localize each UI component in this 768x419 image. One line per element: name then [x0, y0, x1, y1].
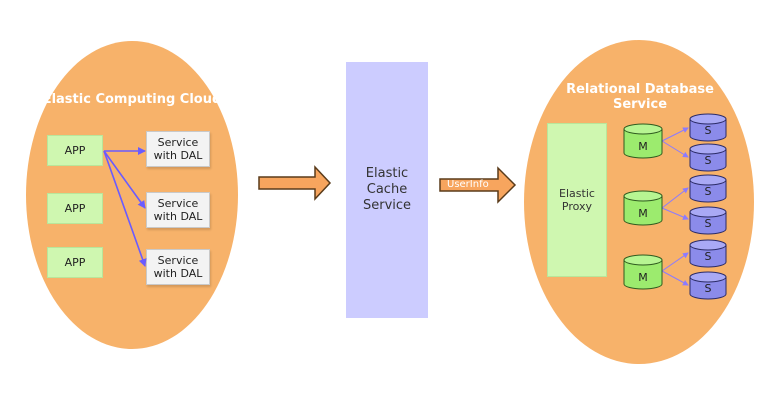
service-label: Service	[157, 254, 199, 267]
slave-db-3b: S	[689, 271, 727, 300]
slave-label: S	[705, 124, 712, 137]
connector-m2-s2	[661, 207, 689, 220]
master-label: M	[638, 271, 648, 284]
connector-app-svc2	[103, 150, 146, 209]
app-box-2: APP	[47, 193, 103, 224]
rds-title-line: Service	[612, 97, 668, 112]
master-slave-connectors	[661, 127, 689, 286]
proxy-label: Elastic	[559, 187, 595, 200]
connector-m1-s2	[661, 140, 689, 158]
slave-label: S	[705, 185, 712, 198]
slave-db-1b: S	[689, 143, 727, 172]
slave-db-2b: S	[689, 206, 727, 235]
app-label: APP	[64, 144, 86, 157]
service-box-3: Service with DAL	[146, 249, 210, 285]
cache-label: Service	[362, 198, 412, 213]
ecc-title: Elastic Computing Cloud	[42, 92, 222, 107]
service-box-2: Service with DAL	[146, 192, 210, 228]
slave-label: S	[705, 154, 712, 167]
cache-label: Elastic	[365, 166, 409, 181]
slave-db-1a: S	[689, 113, 727, 142]
cache-label: Cache	[366, 182, 408, 197]
service-label: Service	[157, 197, 199, 210]
proxy-label: Proxy	[561, 200, 593, 213]
service-label: with DAL	[153, 210, 203, 223]
elastic-cache-service: Elastic Cache Service	[346, 62, 428, 318]
connector-m1-s1	[661, 127, 689, 142]
connector-m2-s1	[661, 187, 689, 209]
service-label: Service	[157, 136, 199, 149]
elastic-proxy: Elastic Proxy	[547, 123, 607, 277]
slave-label: S	[705, 217, 712, 230]
connector-m3-s1	[661, 252, 689, 272]
master-label: M	[638, 207, 648, 220]
rds-title: Relational Database Service	[560, 82, 720, 112]
app-service-connectors	[103, 147, 147, 267]
app-box-1: APP	[47, 135, 103, 166]
app-box-3: APP	[47, 247, 103, 278]
block-arrow-ecc-to-cache	[258, 165, 332, 201]
master-db-1: M	[623, 123, 663, 159]
service-label: with DAL	[153, 149, 203, 162]
master-db-2: M	[623, 190, 663, 226]
service-box-1: Service with DAL	[146, 131, 210, 167]
connector-m3-s2	[661, 270, 689, 286]
connector-app-svc3	[103, 150, 147, 267]
slave-db-3a: S	[689, 239, 727, 268]
app-label: APP	[64, 256, 86, 269]
rds-title-line: Relational Database	[566, 82, 714, 97]
slave-label: S	[705, 282, 712, 295]
block-arrow-cache-to-rds	[439, 166, 517, 204]
master-db-3: M	[623, 254, 663, 290]
slave-db-2a: S	[689, 174, 727, 203]
master-label: M	[638, 140, 648, 153]
slave-label: S	[705, 250, 712, 263]
userinfo-label: UserInfo	[447, 179, 489, 190]
service-label: with DAL	[153, 267, 203, 280]
app-label: APP	[64, 202, 86, 215]
